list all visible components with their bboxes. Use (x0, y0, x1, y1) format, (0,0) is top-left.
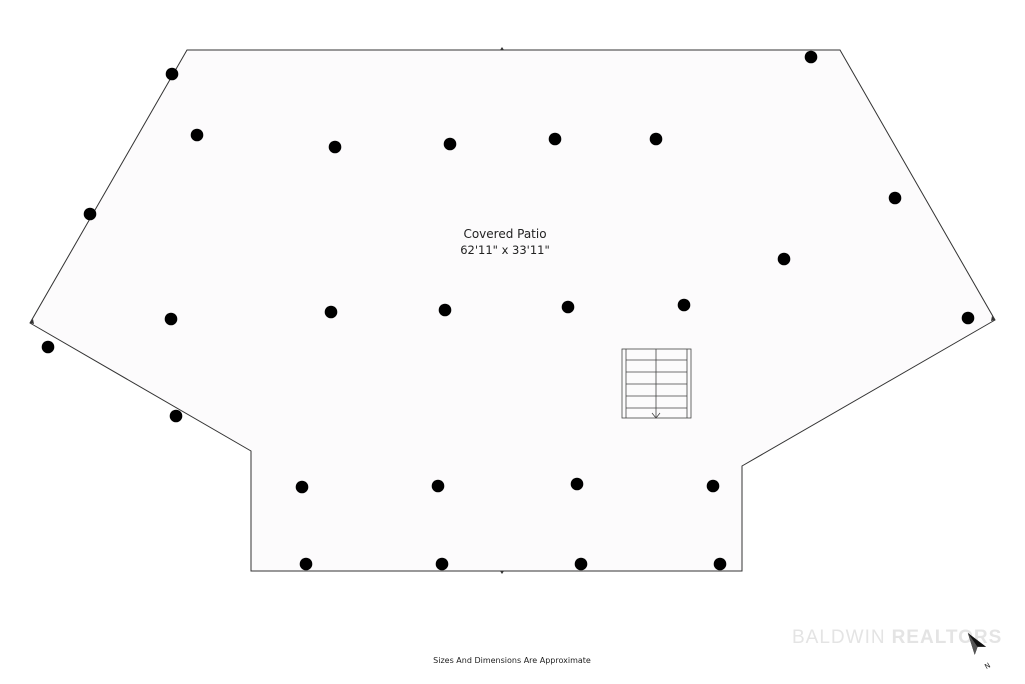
room-dimensions: 62'11" x 33'11" (460, 243, 550, 257)
column-post (570, 477, 584, 491)
column-post (328, 140, 342, 154)
column-post (165, 67, 179, 81)
column-post (443, 137, 457, 151)
north-arrow-icon (967, 632, 987, 655)
column-post (561, 300, 575, 314)
column-post (164, 312, 178, 326)
column-post (804, 50, 818, 64)
column-post (438, 303, 452, 317)
column-post (649, 132, 663, 146)
column-post (190, 128, 204, 142)
approximate-note: Sizes And Dimensions Are Approximate (433, 656, 591, 665)
column-post (431, 479, 445, 493)
brand-watermark: BALDWIN REALTORS (792, 627, 1002, 648)
column-post (888, 191, 902, 205)
column-post (83, 207, 97, 221)
column-post (574, 557, 588, 571)
column-post (41, 340, 55, 354)
column-post (961, 311, 975, 325)
column-post (295, 480, 309, 494)
column-post (324, 305, 338, 319)
column-post (677, 298, 691, 312)
room-name: Covered Patio (463, 227, 546, 241)
watermark-brand-bold: REALTORS (892, 627, 1003, 648)
column-post (435, 557, 449, 571)
column-post (777, 252, 791, 266)
column-post (706, 479, 720, 493)
columns-group (41, 50, 975, 571)
column-post (169, 409, 183, 423)
column-post (548, 132, 562, 146)
column-post (713, 557, 727, 571)
column-post (299, 557, 313, 571)
wall-markers (30, 47, 995, 574)
watermark-brand-light: BALDWIN (792, 627, 886, 648)
patio-outline (29, 49, 996, 572)
compass-letter: N (983, 661, 992, 671)
stairs-down-icon (621, 348, 692, 419)
